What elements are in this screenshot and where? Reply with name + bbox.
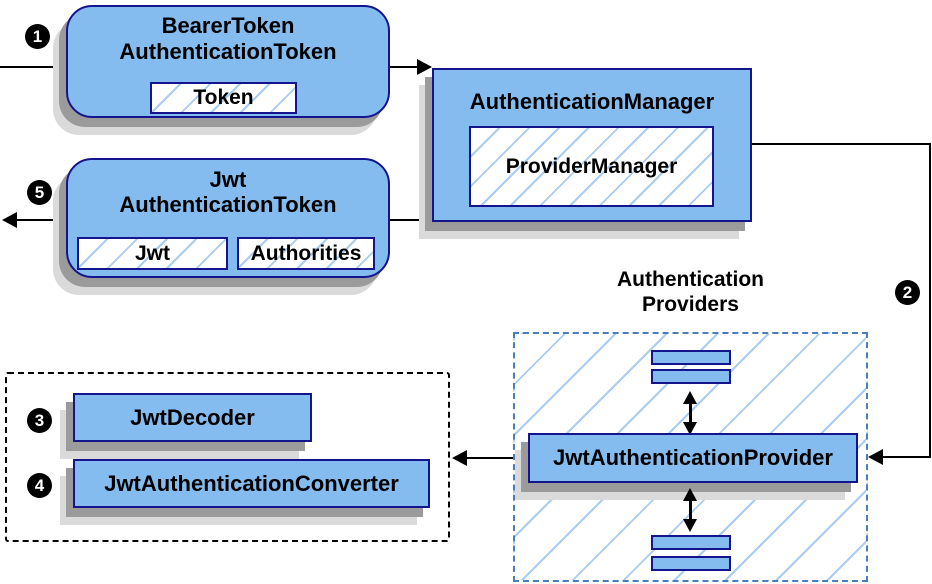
arrowhead-left-into-resolvers-icon <box>452 450 467 466</box>
connector-manager-to-jwttoken-line <box>390 219 432 221</box>
jwt-authentication-provider-node: JwtAuthenticationProvider <box>528 433 858 483</box>
jwt-slot-label: Jwt <box>134 241 170 265</box>
connector-provider-to-resolvers-line <box>467 457 515 459</box>
authentication-manager-title: AuthenticationManager <box>469 89 715 114</box>
step-2-badge: 2 <box>895 280 920 305</box>
step-5-badge: 5 <box>27 180 52 205</box>
jwt-authentication-provider-label: JwtAuthenticationProvider <box>553 445 833 470</box>
other-provider-row <box>651 350 731 365</box>
connector-incoming-line <box>0 66 66 68</box>
jwt-token-title-line1: Jwt <box>209 167 247 192</box>
other-provider-row <box>651 369 731 384</box>
other-provider-row <box>651 535 731 550</box>
double-arrow-down-icon <box>683 519 697 532</box>
jwt-authentication-converter-node: JwtAuthenticationConverter <box>73 459 430 508</box>
token-slot-label: Token <box>193 86 254 109</box>
double-arrow-down-icon <box>683 422 697 435</box>
authorities-slot-label: Authorities <box>250 241 362 265</box>
providers-heading-line2: Providers <box>642 293 739 316</box>
connector-jwttoken-out-line <box>17 219 66 221</box>
double-arrow-up-icon <box>683 488 697 501</box>
bearer-token-title-line2: AuthenticationToken <box>119 39 337 64</box>
token-slot: Token <box>150 82 297 114</box>
connector-manager-right-line <box>752 143 931 145</box>
jwt-authentication-converter-label: JwtAuthenticationConverter <box>104 470 399 496</box>
double-arrow-shaft <box>689 402 692 424</box>
arrowhead-left-into-provider-icon <box>868 449 883 465</box>
step-3-badge: 3 <box>27 408 52 433</box>
step-4-badge: 4 <box>27 473 52 498</box>
step-1-badge: 1 <box>25 24 50 49</box>
authentication-manager-node: AuthenticationManager ProviderManager <box>432 68 752 222</box>
jwt-slot: Jwt <box>77 237 228 270</box>
other-provider-row <box>651 556 731 571</box>
jwt-authentication-token-node: Jwt AuthenticationToken Jwt Authorities <box>66 158 390 278</box>
arrowhead-left-outgoing-icon <box>2 212 17 228</box>
bearer-token-title-line1: BearerToken <box>161 13 295 38</box>
connector-right-vertical-line <box>929 143 931 458</box>
connector-bearer-to-manager-line <box>390 66 418 68</box>
double-arrow-shaft <box>689 499 692 521</box>
jwt-decoder-label: JwtDecoder <box>130 404 255 430</box>
jwt-token-title-line2: AuthenticationToken <box>119 192 337 217</box>
connector-into-provider-line <box>883 456 931 458</box>
bearer-token-authentication-token-node: BearerToken AuthenticationToken Token <box>66 5 390 118</box>
provider-manager-slot-label: ProviderManager <box>505 154 678 178</box>
jwt-resolvers-container <box>5 372 450 542</box>
authentication-providers-heading: Authentication Providers <box>513 267 868 317</box>
jwt-decoder-node: JwtDecoder <box>73 393 312 442</box>
authorities-slot: Authorities <box>237 237 375 270</box>
arrowhead-right-into-manager-icon <box>417 59 432 75</box>
provider-manager-slot: ProviderManager <box>469 126 714 207</box>
double-arrow-up-icon <box>683 391 697 404</box>
providers-heading-line1: Authentication <box>617 268 764 291</box>
